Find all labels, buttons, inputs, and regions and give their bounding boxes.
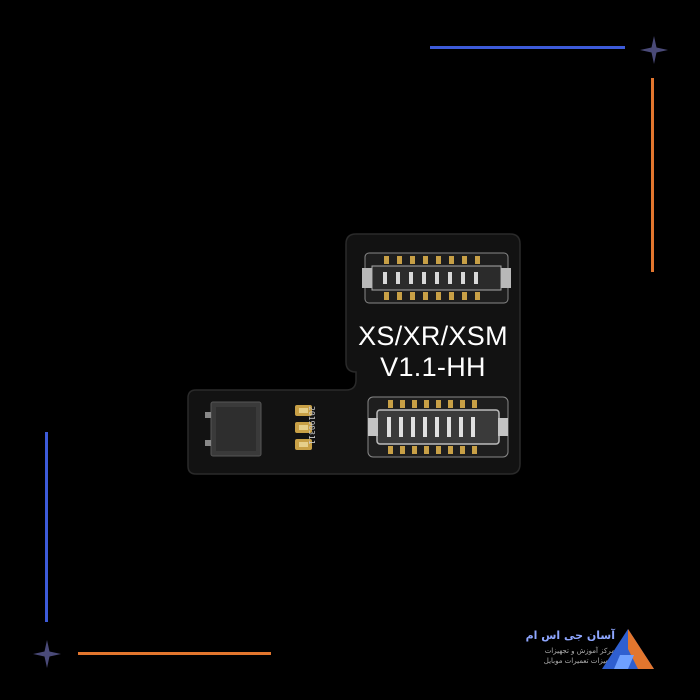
logo-subtitle-1: مرکز آموزش و تجهیزات — [544, 647, 615, 655]
sparkle-icon — [640, 36, 668, 64]
ic-chip — [205, 401, 262, 457]
frame-line-top — [430, 46, 625, 49]
version-label: V1.1-HH — [380, 352, 486, 382]
bottom-connector — [367, 396, 509, 458]
frame-line-right — [651, 78, 654, 272]
sparkle-icon — [33, 640, 61, 668]
date-code: 20190311 — [307, 406, 316, 445]
logo-name: آسان جی اس ام — [525, 629, 615, 642]
frame-line-left — [45, 432, 48, 622]
model-label: XS/XR/XSM — [358, 321, 508, 351]
frame-line-bottom — [78, 652, 271, 655]
top-connector — [362, 252, 511, 304]
logo-icon — [602, 629, 654, 669]
brand-logo: آسان جی اس ام مرکز آموزش و تجهیزات تجهیز… — [520, 625, 670, 673]
logo-subtitle-2: تجهیزات تعمیرات موبایل — [543, 657, 615, 665]
